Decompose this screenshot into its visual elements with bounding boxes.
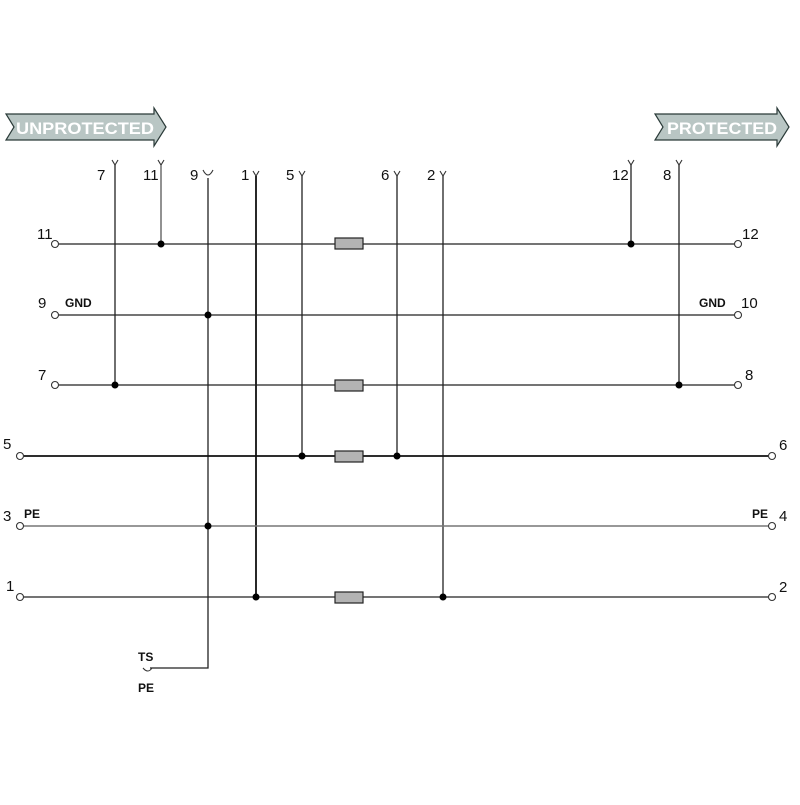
row-5-6: 5 6 [3, 436, 787, 463]
terminal-12 [733, 239, 743, 249]
terminal-2 [767, 592, 777, 602]
right-label-12: 12 [742, 226, 759, 243]
fuse-icon [334, 237, 364, 250]
left-tag-gnd: GND [65, 296, 92, 310]
fuse-icon [334, 591, 364, 604]
pe-label: PE [138, 681, 154, 695]
terminal-3 [15, 521, 25, 531]
terminal-10 [733, 310, 743, 320]
top-connector-5: 5 [286, 167, 294, 184]
terminal-1 [15, 592, 25, 602]
row-7-8: 7 8 [38, 367, 753, 392]
row-3-4-pe: 3 PE PE 4 [3, 507, 787, 531]
vertical-wires [114, 165, 680, 669]
row-9-10-gnd: 9 GND GND 10 [38, 295, 758, 320]
left-label-5: 5 [3, 436, 11, 453]
unprotected-arrow: UNPROTECTED [4, 105, 167, 149]
fuse-icon [334, 379, 364, 392]
right-tag-gnd: GND [699, 296, 726, 310]
top-connector-labels: 7 11 9 1 5 6 2 12 8 [97, 167, 671, 184]
ts-pe-terminal: TS PE [138, 650, 154, 695]
right-label-8: 8 [745, 367, 753, 384]
left-tag-pe: PE [24, 507, 40, 521]
terminal-4 [767, 521, 777, 531]
top-connector-12: 12 [612, 167, 629, 184]
left-label-9: 9 [38, 295, 46, 312]
right-label-10: 10 [741, 295, 758, 312]
left-label-11: 11 [37, 226, 53, 243]
protected-label: PROTECTED [667, 119, 777, 138]
terminal-8 [733, 380, 743, 390]
top-connector-9: 9 [190, 167, 198, 184]
top-connector-7: 7 [97, 167, 105, 184]
protected-arrow: PROTECTED [653, 105, 790, 149]
left-label-3: 3 [3, 508, 11, 525]
terminal-11 [50, 239, 60, 249]
right-label-6: 6 [779, 437, 787, 454]
left-label-7: 7 [38, 367, 46, 384]
ts-label: TS [138, 650, 153, 664]
left-label-1: 1 [6, 578, 14, 595]
top-connector-2: 2 [427, 167, 435, 184]
fuse-icon [334, 450, 364, 463]
top-connector-6: 6 [381, 167, 389, 184]
terminal-6 [767, 451, 777, 461]
right-tag-pe: PE [752, 507, 768, 521]
top-connector-1: 1 [241, 167, 249, 184]
top-connector-8: 8 [663, 167, 671, 184]
right-label-4: 4 [779, 508, 787, 525]
row-1-2: 1 2 [6, 578, 787, 604]
terminal-7 [50, 380, 60, 390]
top-connector-11: 11 [143, 167, 159, 184]
terminal-9 [50, 310, 60, 320]
row-11-12: 11 12 [37, 226, 759, 250]
right-label-2: 2 [779, 579, 787, 596]
terminal-5 [15, 451, 25, 461]
unprotected-label: UNPROTECTED [16, 119, 154, 138]
